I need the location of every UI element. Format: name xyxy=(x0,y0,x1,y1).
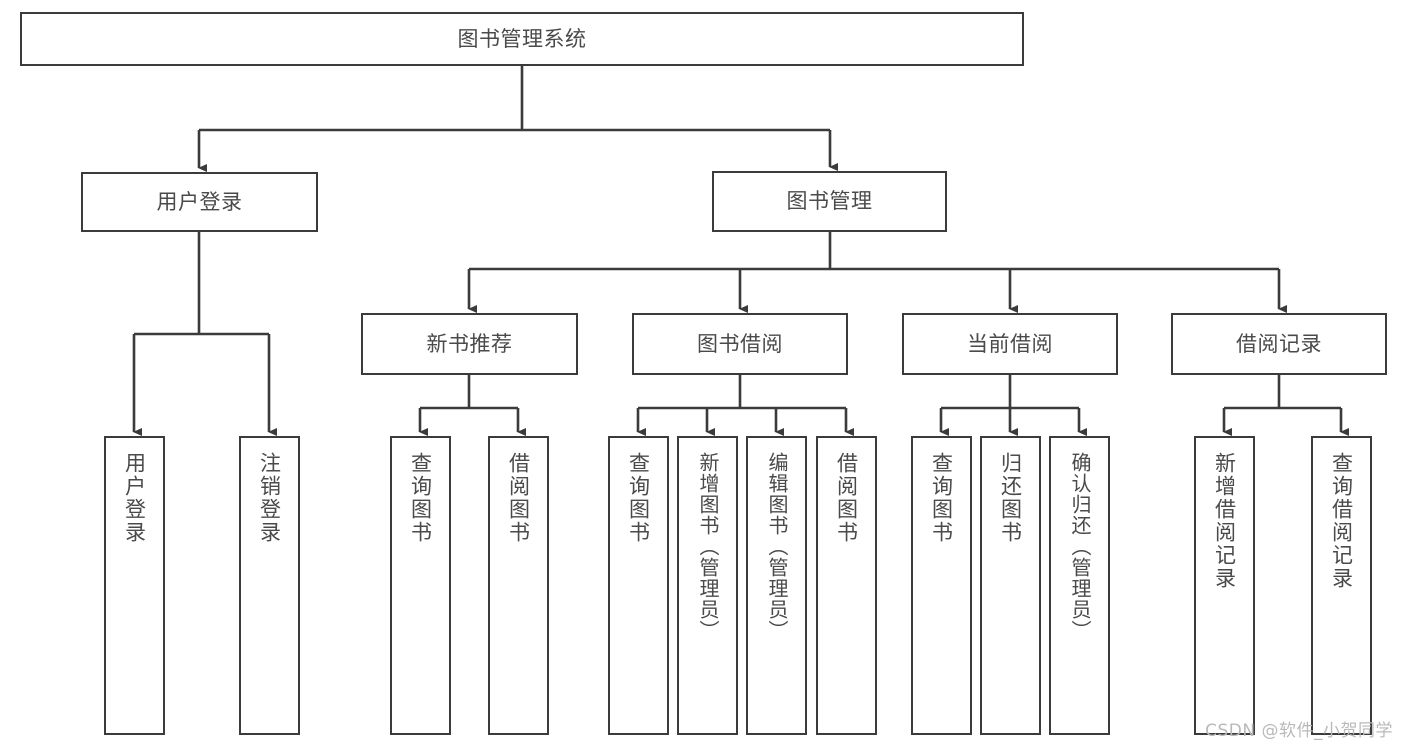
node-borrow-record[interactable]: 借阅记录 xyxy=(1171,313,1387,375)
node-book-manage[interactable]: 图书管理 xyxy=(712,171,947,232)
node-root-system[interactable]: 图书管理系统 xyxy=(20,12,1024,66)
node-current-borrow[interactable]: 当前借阅 xyxy=(902,313,1118,375)
node-label: 查询借阅记录 xyxy=(1329,452,1354,590)
node-label: 确认归还（管理员） xyxy=(1068,452,1092,641)
node-label: 新书推荐 xyxy=(426,331,513,356)
node-label: 编辑图书（管理员） xyxy=(765,452,789,641)
node-label: 查询图书 xyxy=(408,452,433,544)
node-leaf-query-record[interactable]: 查询借阅记录 xyxy=(1311,436,1372,735)
node-user-login[interactable]: 用户登录 xyxy=(81,172,318,232)
node-leaf-edit-book[interactable]: 编辑图书（管理员） xyxy=(746,436,807,735)
node-label: 归还图书 xyxy=(998,452,1023,544)
node-leaf-query-book-1[interactable]: 查询图书 xyxy=(390,436,451,735)
node-label: 当前借阅 xyxy=(967,331,1053,356)
node-label: 查询图书 xyxy=(626,452,651,544)
node-leaf-confirm-return[interactable]: 确认归还（管理员） xyxy=(1049,436,1110,735)
node-label: 图书管理系统 xyxy=(457,26,587,51)
node-label: 图书管理 xyxy=(786,189,873,214)
node-label: 用户登录 xyxy=(156,189,243,214)
node-new-book-recommend[interactable]: 新书推荐 xyxy=(361,313,578,375)
node-leaf-add-book[interactable]: 新增图书（管理员） xyxy=(677,436,738,735)
node-leaf-add-record[interactable]: 新增借阅记录 xyxy=(1194,436,1255,735)
node-leaf-borrow-book-1[interactable]: 借阅图书 xyxy=(488,436,549,735)
watermark-credit: CSDN @软件_小贺同学 xyxy=(1205,721,1393,741)
node-leaf-query-book-3[interactable]: 查询图书 xyxy=(911,436,972,735)
node-label: 借阅记录 xyxy=(1236,331,1322,356)
node-label: 注销登录 xyxy=(257,452,282,544)
node-leaf-return-book[interactable]: 归还图书 xyxy=(980,436,1041,735)
node-leaf-query-book-2[interactable]: 查询图书 xyxy=(608,436,669,735)
node-leaf-user-login[interactable]: 用户登录 xyxy=(104,436,165,735)
node-leaf-user-logout[interactable]: 注销登录 xyxy=(239,436,300,735)
node-label: 借阅图书 xyxy=(834,452,859,544)
node-label: 用户登录 xyxy=(122,452,147,544)
node-label: 图书借阅 xyxy=(697,331,783,356)
node-leaf-borrow-book-2[interactable]: 借阅图书 xyxy=(816,436,877,735)
node-label: 新增图书（管理员） xyxy=(696,452,720,641)
node-label: 借阅图书 xyxy=(506,452,531,544)
node-label: 查询图书 xyxy=(929,452,954,544)
node-book-borrow[interactable]: 图书借阅 xyxy=(632,313,848,375)
node-label: 新增借阅记录 xyxy=(1212,452,1237,590)
